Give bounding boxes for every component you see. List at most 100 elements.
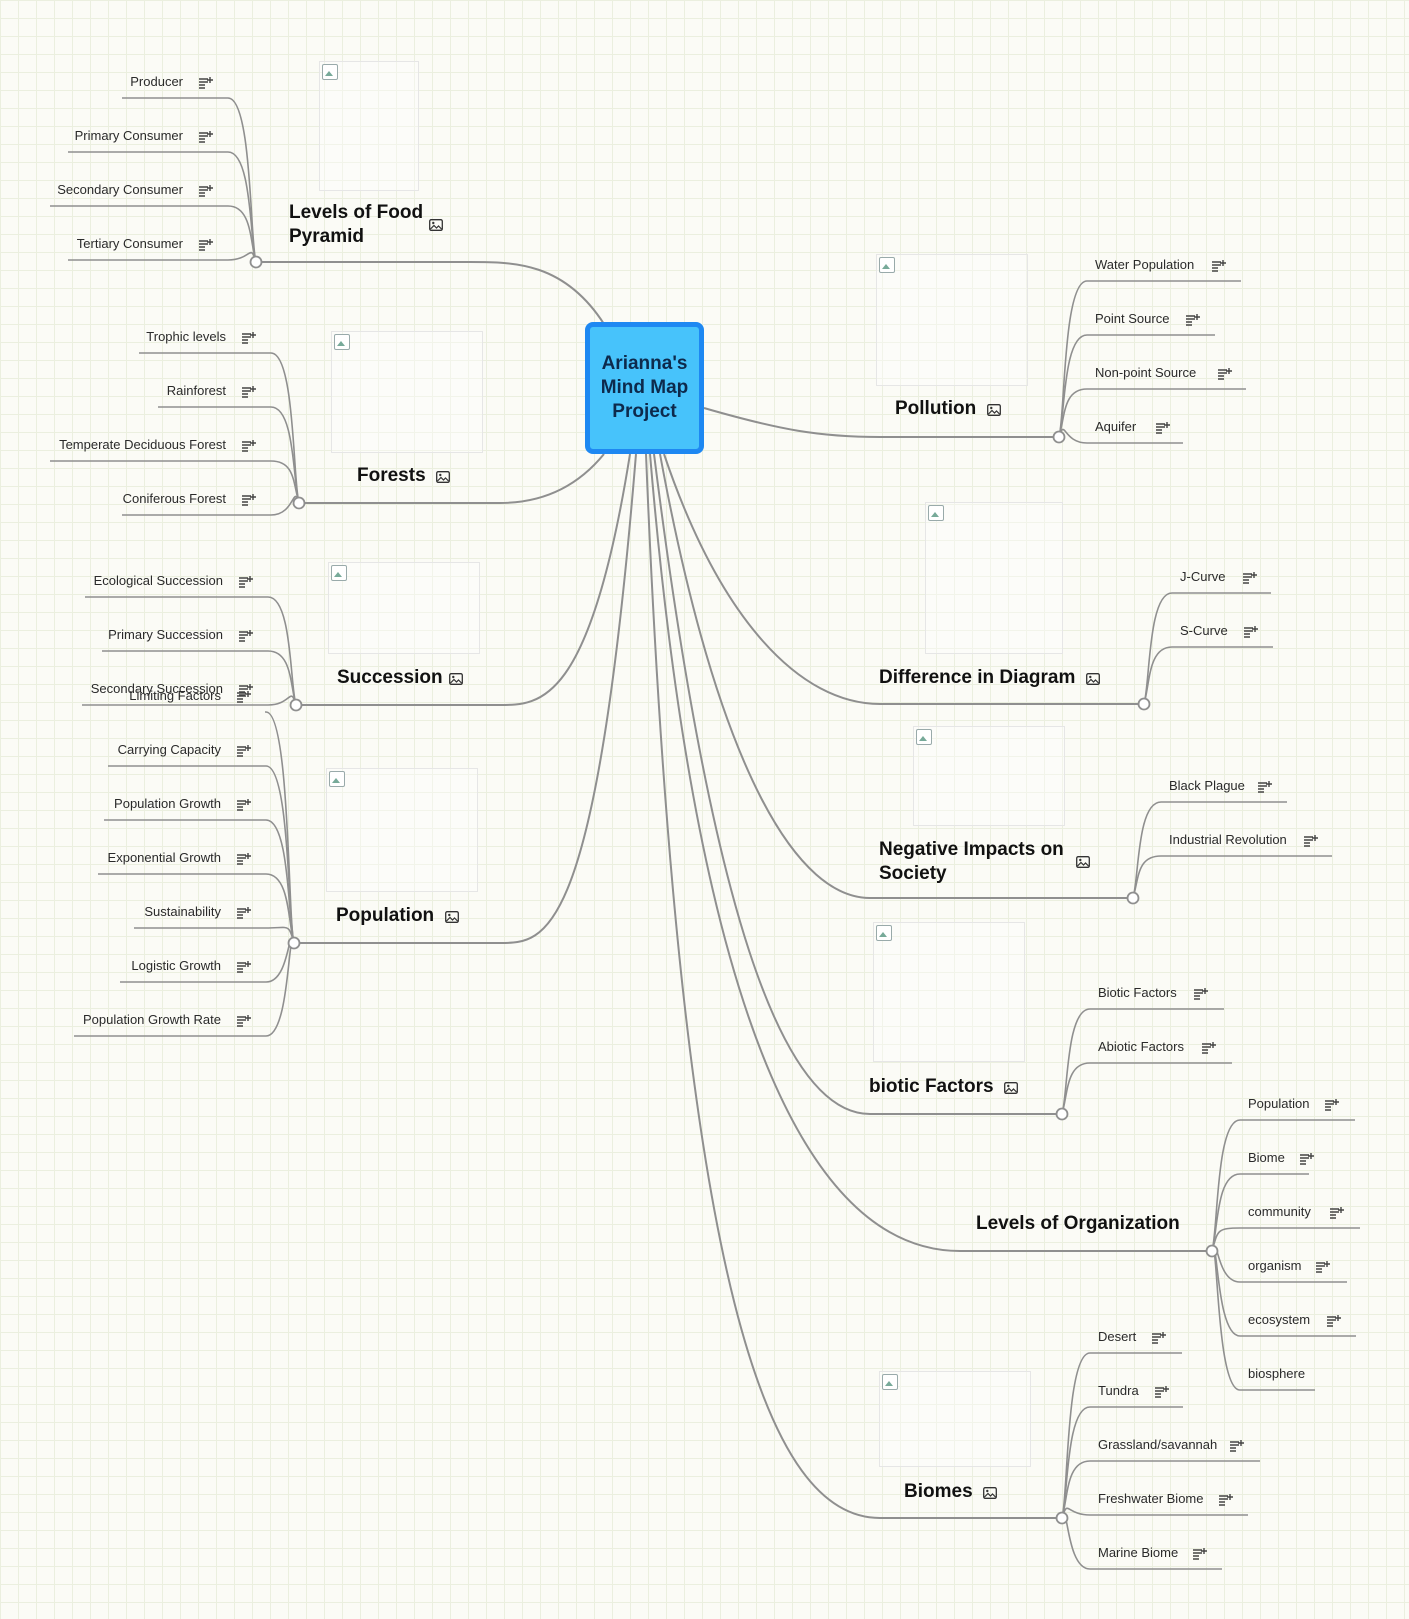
collapse-toggle[interactable] — [1052, 430, 1066, 444]
collapse-toggle[interactable] — [249, 255, 263, 269]
note-icon[interactable] — [1212, 259, 1226, 272]
biotic-subtopic-0[interactable]: Biotic Factors — [1098, 985, 1177, 1000]
population-subtopic-6[interactable]: Population Growth Rate — [82, 1012, 221, 1027]
image-icon[interactable] — [987, 403, 1001, 416]
population-subtopic-3[interactable]: Exponential Growth — [107, 850, 221, 865]
note-icon[interactable] — [1316, 1260, 1330, 1273]
negative-subtopic-1[interactable]: Industrial Revolution — [1169, 832, 1287, 847]
organization-subtopic-3[interactable]: organism — [1248, 1258, 1302, 1273]
note-icon[interactable] — [1219, 1493, 1233, 1506]
note-icon[interactable] — [237, 852, 251, 865]
population-subtopic-0[interactable]: Limiting Factors — [129, 688, 221, 703]
forests-subtopic-2[interactable]: Temperate Deciduous Forest — [59, 437, 226, 452]
note-icon[interactable] — [239, 629, 253, 642]
population-subtopic-5[interactable]: Logistic Growth — [131, 958, 221, 973]
note-icon[interactable] — [1152, 1331, 1166, 1344]
negative-subtopic-0[interactable]: Black Plague — [1169, 778, 1245, 793]
note-icon[interactable] — [1156, 421, 1170, 434]
forests-subtopic-1[interactable]: Rainforest — [166, 383, 226, 398]
food_pyramid-subtopic-1[interactable]: Primary Consumer — [74, 128, 183, 143]
collapse-toggle[interactable] — [292, 496, 306, 510]
image-icon[interactable] — [1076, 855, 1090, 868]
diagram-subtopic-0[interactable]: J-Curve — [1180, 569, 1226, 584]
biomes-subtopic-0[interactable]: Desert — [1098, 1329, 1137, 1344]
collapse-toggle[interactable] — [287, 936, 301, 950]
note-icon[interactable] — [1230, 1439, 1244, 1452]
collapse-toggle[interactable] — [289, 698, 303, 712]
population-subtopic-4[interactable]: Sustainability — [144, 904, 221, 919]
note-icon[interactable] — [1327, 1314, 1341, 1327]
note-icon[interactable] — [242, 439, 256, 452]
food_pyramid-subtopic-3[interactable]: Tertiary Consumer — [76, 236, 183, 251]
pollution-subtopic-1[interactable]: Point Source — [1095, 311, 1170, 326]
population-topic[interactable]: Population — [336, 905, 435, 926]
note-icon[interactable] — [242, 493, 256, 506]
note-icon[interactable] — [1194, 987, 1208, 1000]
biomes-subtopic-3[interactable]: Freshwater Biome — [1098, 1491, 1204, 1506]
biotic-subtopic-1[interactable]: Abiotic Factors — [1098, 1039, 1184, 1054]
succession-subtopic-2[interactable]: Secondary Succession — [90, 681, 223, 696]
organization-subtopic-5[interactable]: biosphere — [1248, 1366, 1306, 1381]
biomes-subtopic-2[interactable]: Grassland/savannah — [1098, 1437, 1218, 1452]
forests-subtopic-0[interactable]: Trophic levels — [146, 329, 226, 344]
note-icon[interactable] — [237, 744, 251, 757]
organization-subtopic-1[interactable]: Biome — [1248, 1150, 1285, 1165]
note-icon[interactable] — [242, 331, 256, 344]
biotic-topic[interactable]: biotic Factors — [869, 1076, 994, 1097]
note-icon[interactable] — [242, 385, 256, 398]
collapse-toggle[interactable] — [1126, 891, 1140, 905]
succession-subtopic-0[interactable]: Ecological Succession — [93, 573, 223, 588]
population-subtopic-1[interactable]: Carrying Capacity — [117, 742, 221, 757]
note-icon[interactable] — [1258, 780, 1272, 793]
diagram-topic[interactable]: Difference in Diagram — [879, 667, 1076, 688]
note-icon[interactable] — [237, 906, 251, 919]
image-icon[interactable] — [1004, 1081, 1018, 1094]
negative-topic[interactable]: Negative Impacts on Society — [879, 839, 1064, 884]
note-icon[interactable] — [1193, 1547, 1207, 1560]
note-icon[interactable] — [1218, 367, 1232, 380]
organization-topic[interactable]: Levels of Organization — [976, 1213, 1180, 1234]
organization-subtopic-0[interactable]: Population — [1248, 1096, 1310, 1111]
note-icon[interactable] — [237, 960, 251, 973]
image-icon[interactable] — [1086, 672, 1100, 685]
succession-topic[interactable]: Succession — [337, 667, 443, 688]
pollution-topic[interactable]: Pollution — [895, 398, 977, 419]
note-icon[interactable] — [1304, 834, 1318, 847]
note-icon[interactable] — [1325, 1098, 1339, 1111]
organization-subtopic-4[interactable]: ecosystem — [1248, 1312, 1311, 1327]
food_pyramid-topic[interactable]: Levels of Food Pyramid — [289, 202, 424, 247]
biomes-topic[interactable]: Biomes — [904, 1481, 973, 1502]
note-icon[interactable] — [199, 238, 213, 251]
image-icon[interactable] — [449, 672, 463, 685]
succession-subtopic-1[interactable]: Primary Succession — [108, 627, 223, 642]
population-subtopic-2[interactable]: Population Growth — [114, 796, 221, 811]
image-icon[interactable] — [429, 218, 443, 231]
forests-topic[interactable]: Forests — [357, 465, 426, 486]
note-icon[interactable] — [239, 575, 253, 588]
note-icon[interactable] — [1330, 1206, 1344, 1219]
collapse-toggle[interactable] — [1137, 697, 1151, 711]
image-icon[interactable] — [983, 1486, 997, 1499]
central-topic[interactable]: Arianna's Mind Map Project — [585, 322, 704, 454]
note-icon[interactable] — [1300, 1152, 1314, 1165]
food_pyramid-subtopic-0[interactable]: Producer — [130, 74, 183, 89]
diagram-subtopic-1[interactable]: S-Curve — [1180, 623, 1228, 638]
collapse-toggle[interactable] — [1055, 1107, 1069, 1121]
pollution-subtopic-3[interactable]: Aquifer — [1095, 419, 1137, 434]
note-icon[interactable] — [199, 184, 213, 197]
biomes-subtopic-4[interactable]: Marine Biome — [1098, 1545, 1179, 1560]
note-icon[interactable] — [237, 798, 251, 811]
pollution-subtopic-2[interactable]: Non-point Source — [1095, 365, 1197, 380]
pollution-subtopic-0[interactable]: Water Population — [1095, 257, 1195, 272]
image-icon[interactable] — [445, 910, 459, 923]
biomes-subtopic-1[interactable]: Tundra — [1098, 1383, 1139, 1398]
note-icon[interactable] — [1244, 625, 1258, 638]
note-icon[interactable] — [237, 690, 251, 703]
note-icon[interactable] — [1186, 313, 1200, 326]
note-icon[interactable] — [239, 683, 253, 696]
food_pyramid-subtopic-2[interactable]: Secondary Consumer — [57, 182, 183, 197]
note-icon[interactable] — [199, 76, 213, 89]
collapse-toggle[interactable] — [1205, 1244, 1219, 1258]
collapse-toggle[interactable] — [1055, 1511, 1069, 1525]
forests-subtopic-3[interactable]: Coniferous Forest — [122, 491, 226, 506]
